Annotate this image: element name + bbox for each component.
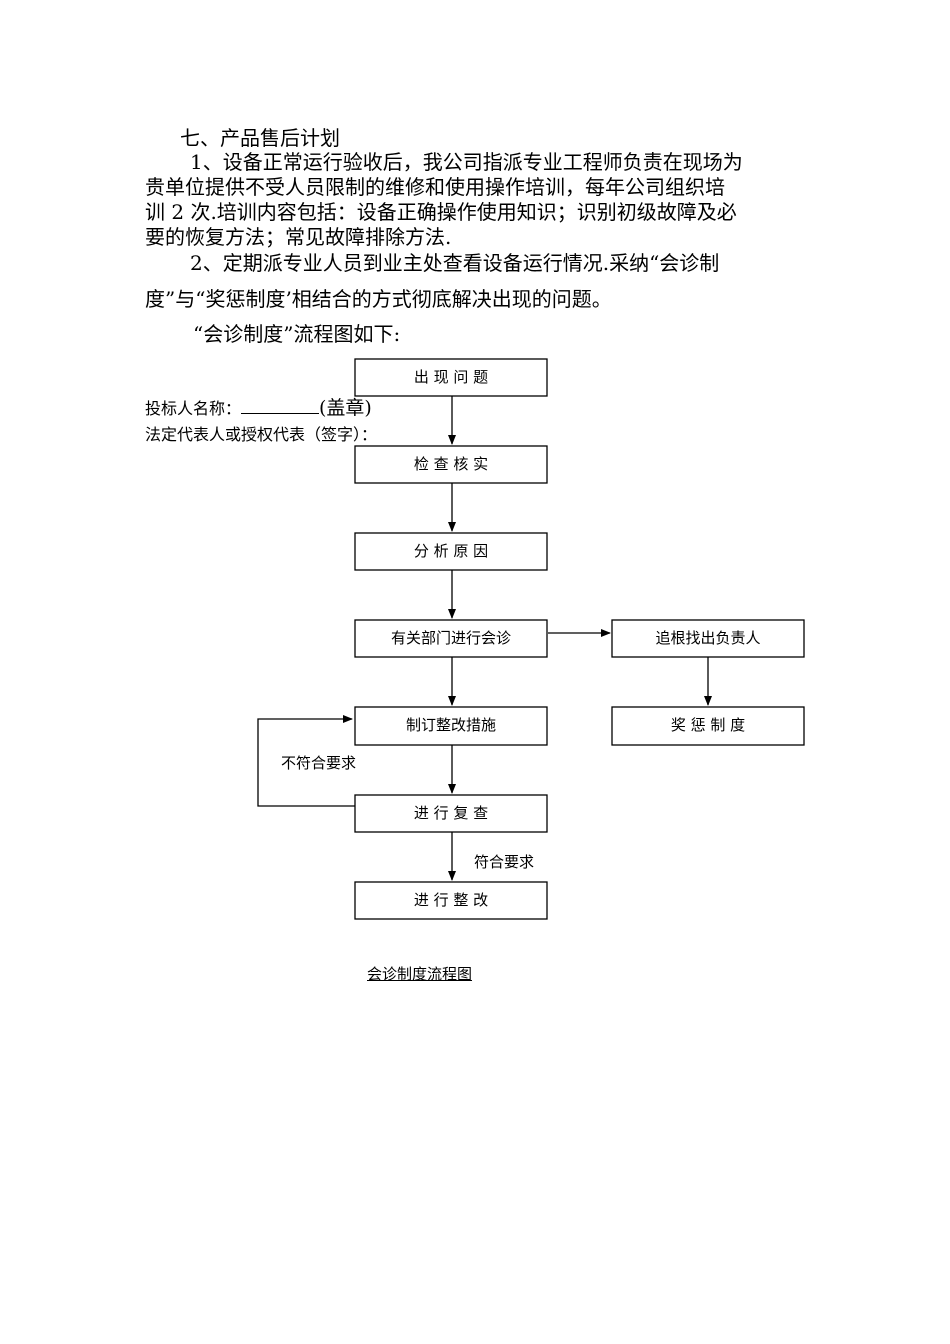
node-review-label: 进 行 复 查	[414, 804, 488, 822]
legal-rep-label: 法定代表人或授权代表（签字）：	[145, 425, 378, 444]
para2-line2: 度”与“奖惩制度’相结合的方式彻底解决出现的问题。	[145, 287, 612, 311]
edge-label-pass: 符合要求	[474, 853, 534, 871]
bidder-name-line: 投标人名称： (盖章)	[145, 397, 372, 420]
node-plan-label: 制订整改措施	[406, 716, 496, 734]
para1-line2: 贵单位提供不受人员限制的维修和使用操作培训，每年公司组织培	[145, 175, 725, 199]
bidder-name-blank	[241, 399, 320, 414]
bidder-name-label: 投标人名称：	[145, 399, 242, 418]
node-verify: 检 查 核 实	[354, 445, 548, 484]
node-review: 进 行 复 查	[354, 794, 548, 833]
flow-intro: “会诊制度”流程图如下:	[193, 322, 401, 346]
para1-line3: 训 2 次.培训内容包括：设备正确操作使用知识；识别初级故障及必	[145, 200, 737, 224]
para1-line1: 1、设备正常运行验收后，我公司指派专业工程师负责在现场为	[190, 150, 743, 174]
node-trace-label: 追根找出负责人	[655, 629, 760, 647]
node-verify-label: 检 查 核 实	[414, 455, 488, 473]
para1-line4: 要的恢复方法；常见故障排除方法.	[145, 225, 452, 249]
node-trace: 追根找出负责人	[611, 619, 805, 658]
node-rectify-label: 进 行 整 改	[414, 891, 488, 909]
seal-label: (盖章)	[319, 397, 372, 419]
flowchart-caption: 会诊制度流程图	[367, 965, 473, 983]
section-heading: 七、产品售后计划	[180, 126, 340, 150]
node-rectify: 进 行 整 改	[354, 881, 548, 920]
node-plan: 制订整改措施	[354, 706, 548, 746]
node-reward: 奖 惩 制 度	[611, 706, 805, 746]
node-analyze-label: 分 析 原 因	[414, 542, 488, 560]
node-consult-label: 有关部门进行会诊	[391, 629, 511, 647]
node-problem-label: 出 现 问 题	[414, 368, 488, 386]
edge-label-fail: 不符合要求	[281, 754, 356, 772]
para2-line1: 2、定期派专业人员到业主处查看设备运行情况.采纳“会诊制	[190, 251, 720, 275]
node-consult: 有关部门进行会诊	[354, 619, 548, 658]
node-analyze: 分 析 原 因	[354, 532, 548, 571]
node-reward-label: 奖 惩 制 度	[671, 716, 745, 734]
node-problem: 出 现 问 题	[354, 358, 548, 397]
edge-review-plan-loop	[257, 715, 355, 807]
